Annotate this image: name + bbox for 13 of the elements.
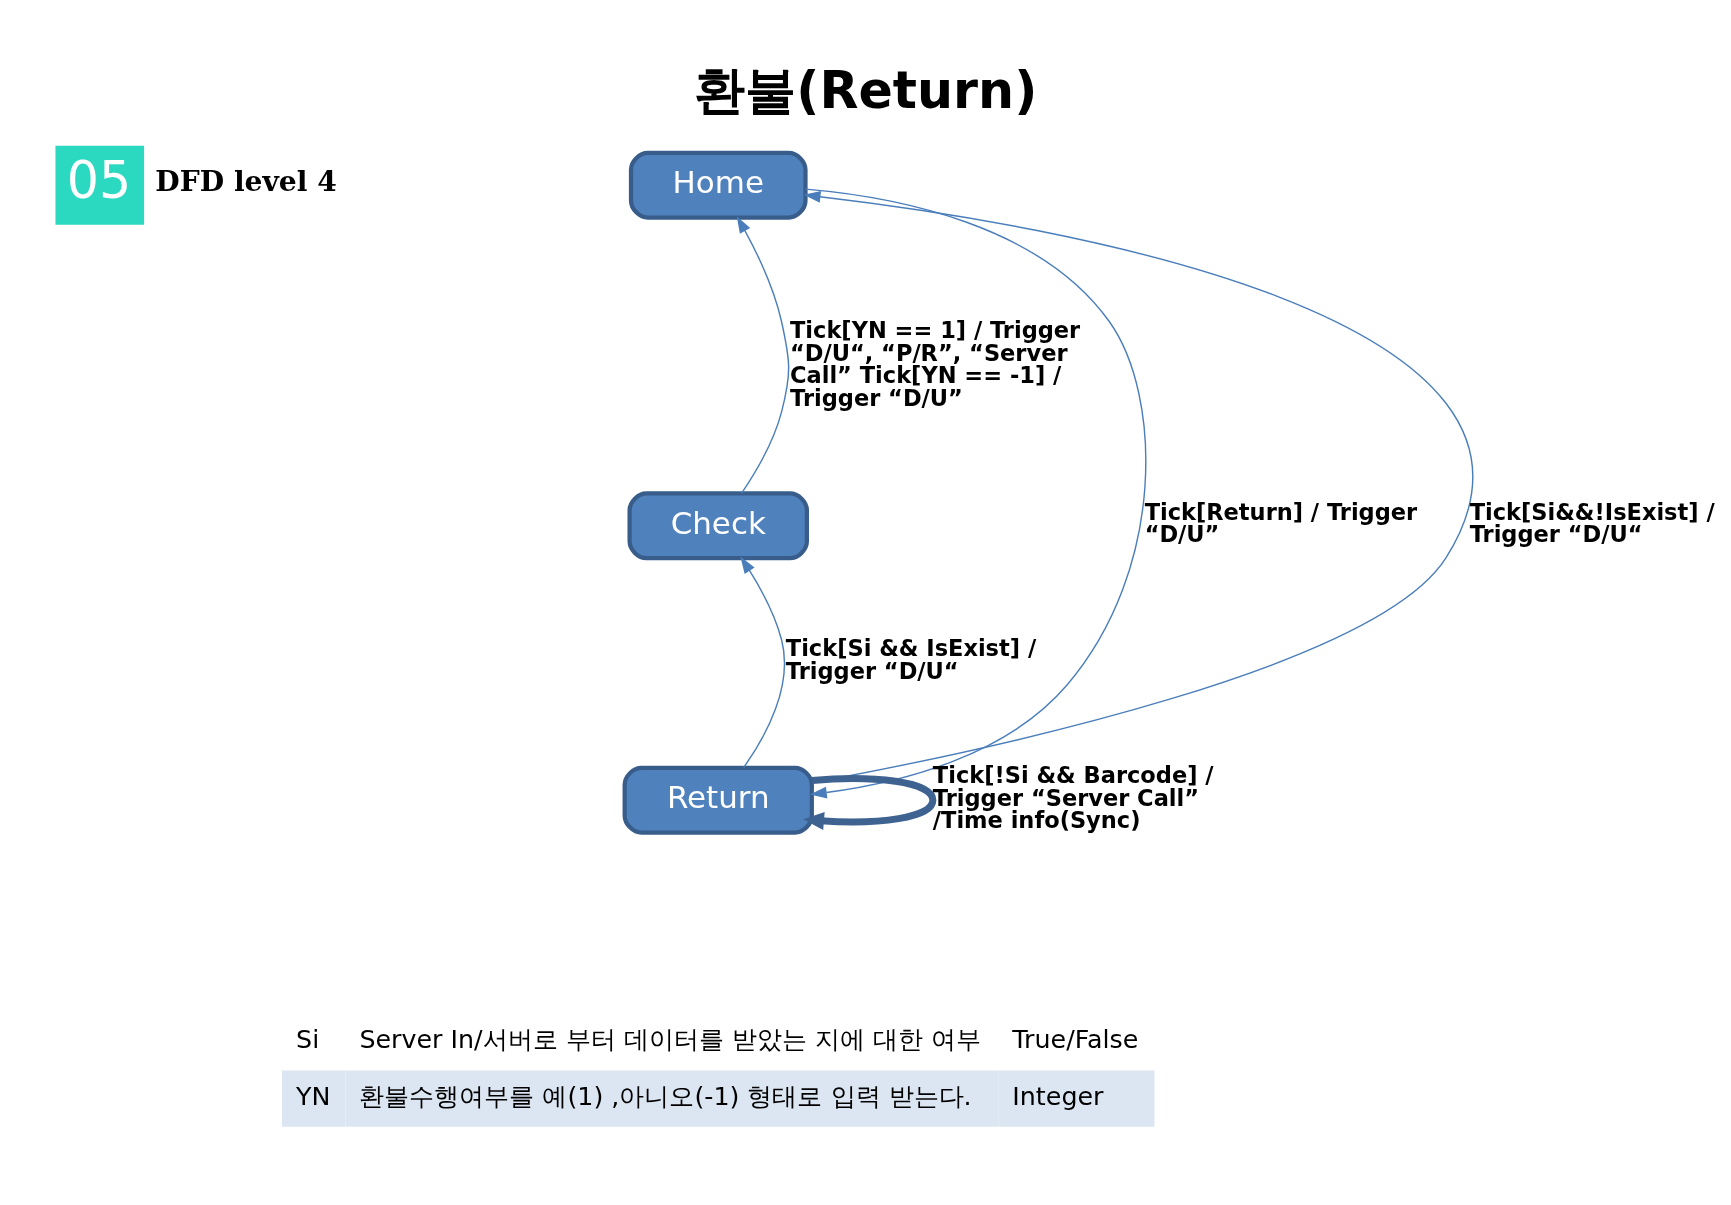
edge-label: Tick[Si && IsExist] / Trigger “D/U“ [785,635,1036,684]
edge-label: Tick[Si&&!IsExist] / Trigger “D/U“ [1469,498,1715,548]
edge-label: Tick[YN == 1] / Trigger “D/U“, “P/R”, “Server Call” Tick[YN == -1] / Trigger “D/U” [789,317,1080,411]
label: Integer [1011,1080,1103,1111]
label: DFD level 4 [154,164,337,198]
label: 환불수행여부를 예(1) ,아니오(-1) 형태로 입력 받는다. [358,1080,972,1111]
label: Server In/서버로 부터 데이터를 받았는 지에 대한 여부 [358,1024,981,1055]
label: YN [295,1080,330,1111]
edge-label: Tick[Return] / Trigger “D/U” [1144,498,1417,548]
label: Si [295,1024,319,1055]
label: 05 [66,150,131,210]
label: True/False [1011,1024,1138,1055]
diagram-title: 환불(Return) [693,60,1037,120]
